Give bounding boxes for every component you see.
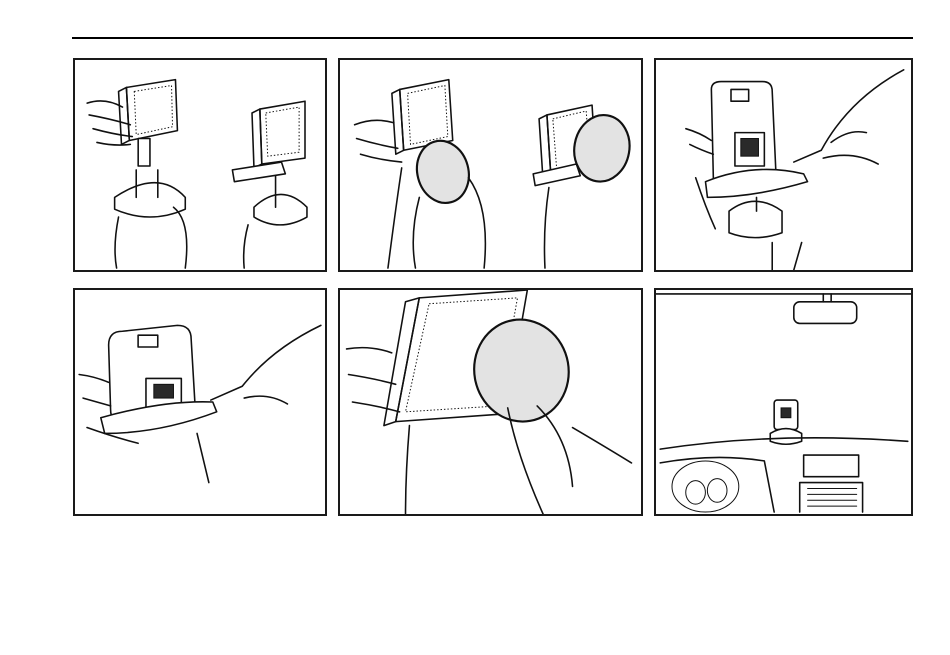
windscreen-mount-in-car-illustration [656, 290, 911, 514]
figure-panel-3 [654, 58, 913, 272]
figure-panel-2 [338, 58, 643, 272]
header-rule [72, 37, 913, 39]
lock-lever-illustration [656, 60, 911, 270]
attach-suction-disc-illustration [340, 60, 641, 270]
holder-on-suction-base-illustration [75, 60, 325, 270]
press-suction-pad-illustration [340, 290, 641, 514]
release-lever-illustration [75, 290, 325, 514]
figure-panel-6 [654, 288, 913, 516]
figure-panel-4 [73, 288, 327, 516]
figure-panel-5 [338, 288, 643, 516]
figure-panel-1 [73, 58, 327, 272]
